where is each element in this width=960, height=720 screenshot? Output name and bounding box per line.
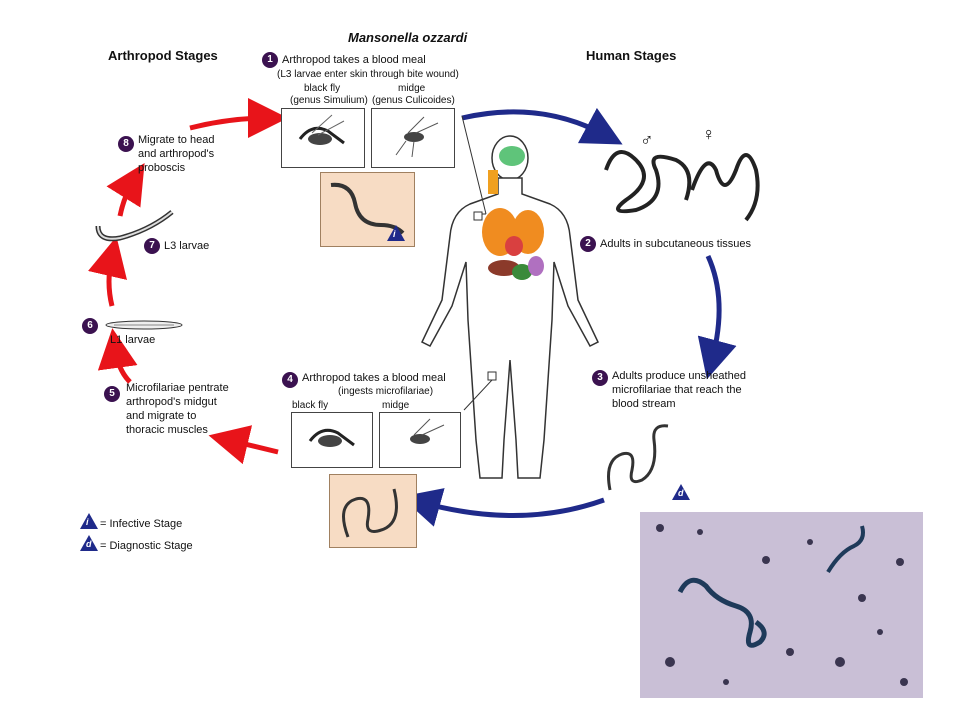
- step-4-badge: 4: [282, 372, 298, 388]
- arrow-4-to-5: [208, 425, 279, 465]
- step-3-badge: 3: [592, 370, 608, 386]
- midge-icon: [395, 116, 439, 158]
- pointer-line-skin: [461, 115, 487, 215]
- arrow-6-to-7: [88, 236, 127, 307]
- human-stages-header: Human Stages: [586, 48, 677, 63]
- legend-diagnostic-label: = Diagnostic Stage: [100, 540, 193, 552]
- internal-organs: [482, 146, 544, 280]
- black-fly-icon: [308, 428, 355, 447]
- step-1-black-fly-label: black fly: [304, 83, 341, 94]
- pointer-line-blood: [463, 379, 493, 411]
- step-2-badge: 2: [580, 236, 596, 252]
- step-4-midge-panel: [379, 412, 461, 468]
- step-3-line1: Adults produce unsheathed: [612, 370, 746, 382]
- step-5-line1: Microfilariae pentrate: [126, 382, 229, 394]
- l1-larva-illustration: [104, 318, 184, 332]
- step-4-black-fly-panel: [291, 412, 373, 468]
- step-8-line2: and arthropod's: [138, 148, 215, 160]
- arrow-5-to-6: [97, 328, 138, 384]
- step-4-black-fly-label: black fly: [292, 400, 329, 411]
- step-3-line2: microfilariae that reach the: [612, 384, 742, 396]
- adult-worms-illustration: [596, 130, 772, 230]
- step-6-text: L1 larvae: [110, 334, 156, 346]
- step-8-line1: Migrate to head: [138, 134, 215, 146]
- step-4-midge-label: midge: [382, 400, 410, 411]
- step-1-title: Arthropod takes a blood meal: [282, 54, 426, 66]
- l3-larva-illustration: [90, 202, 180, 246]
- step-1-midge-genus: (genus Culicoides): [372, 95, 455, 106]
- arthropod-stages-header: Arthropod Stages: [108, 48, 218, 63]
- step-5-line3: and migrate to: [126, 410, 197, 422]
- legend-diagnostic-marker: d: [80, 535, 98, 551]
- legend-infective-label: = Infective Stage: [100, 518, 183, 530]
- legend-infective-marker: i: [80, 513, 98, 529]
- step-2-text: Adults in subcutaneous tissues: [600, 238, 752, 250]
- arrow-8-to-1: [189, 98, 288, 139]
- step-5-badge: 5: [104, 386, 120, 402]
- infective-stage-marker: i: [387, 225, 405, 241]
- step-8-badge: 8: [118, 136, 134, 152]
- step-1-midge-panel: [371, 108, 455, 168]
- male-symbol: ♂: [640, 130, 654, 150]
- diagram-title: Mansonella ozzardi: [348, 30, 468, 45]
- arrow-3-to-4: [400, 488, 605, 527]
- microfilaria-illustration: [602, 420, 682, 502]
- microfilaria-icon: [342, 488, 398, 538]
- step-8-line3: proboscis: [138, 162, 186, 174]
- step-4-subtitle: (ingests microfilariae): [338, 386, 434, 397]
- female-symbol: ♀: [702, 124, 716, 144]
- step-1-badge: 1: [262, 52, 278, 68]
- step-1-black-fly-panel: [281, 108, 365, 168]
- step-6-badge: 6: [82, 318, 98, 334]
- midge-icon: [410, 418, 445, 444]
- step-4-title: Arthropod takes a blood meal: [302, 372, 446, 384]
- step-1-subtitle: (L3 larvae enter skin through bite wound…: [277, 69, 459, 80]
- arrow-7-to-8: [106, 163, 145, 217]
- step-1-black-fly-genus: (genus Simulium): [290, 95, 368, 106]
- microfilaria-blood-smear-photo: [640, 512, 923, 698]
- arrow-1-to-2: [461, 107, 623, 145]
- diagnostic-stage-marker: d: [672, 484, 690, 500]
- arrow-2-to-3: [697, 254, 737, 380]
- black-fly-icon: [298, 114, 345, 145]
- step-5-line2: arthropod's midgut: [126, 396, 217, 408]
- step-5-line4: thoracic muscles: [126, 424, 208, 436]
- step-7-badge: 7: [144, 238, 160, 254]
- step-4-microfilaria-panel: [329, 474, 417, 548]
- step-7-text: L3 larvae: [164, 240, 210, 252]
- step-1-midge-label: midge: [398, 83, 426, 94]
- step-3-line3: blood stream: [612, 398, 676, 410]
